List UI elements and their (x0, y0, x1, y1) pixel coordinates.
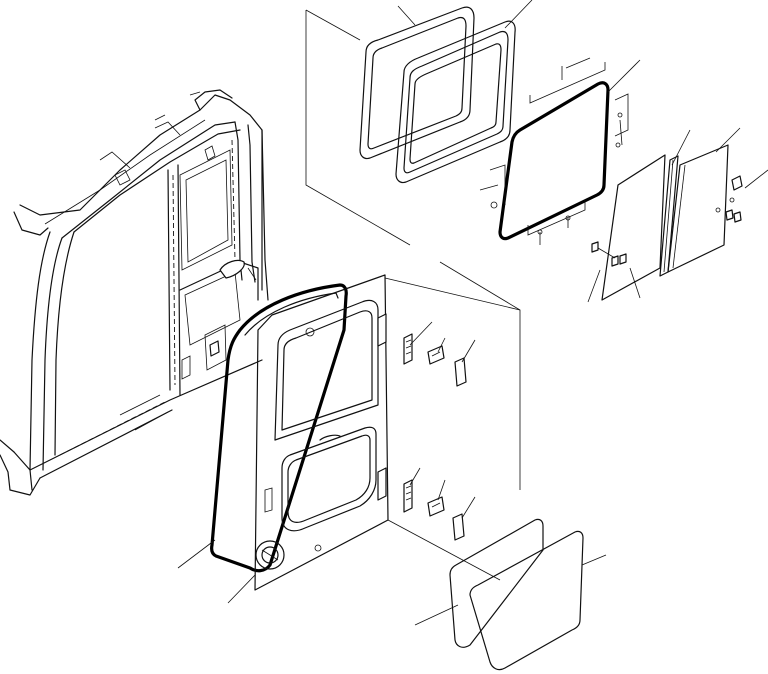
upper-glass-clips (489, 57, 629, 245)
lower-door-glass (449, 518, 584, 671)
upper-window-seal (359, 6, 475, 160)
door-panel (254, 274, 389, 591)
upper-hinge-hardware (403, 333, 467, 387)
upper-glass-frame (498, 81, 610, 241)
door-seal (210, 283, 348, 573)
upper-window-weatherstrip (395, 20, 516, 184)
lower-hinge-hardware (403, 479, 465, 541)
callout-leader-lines (177, 0, 768, 626)
sliding-glass-panels (591, 144, 743, 301)
cab-frame (0, 89, 269, 496)
door-exploded-plane (384, 277, 521, 581)
